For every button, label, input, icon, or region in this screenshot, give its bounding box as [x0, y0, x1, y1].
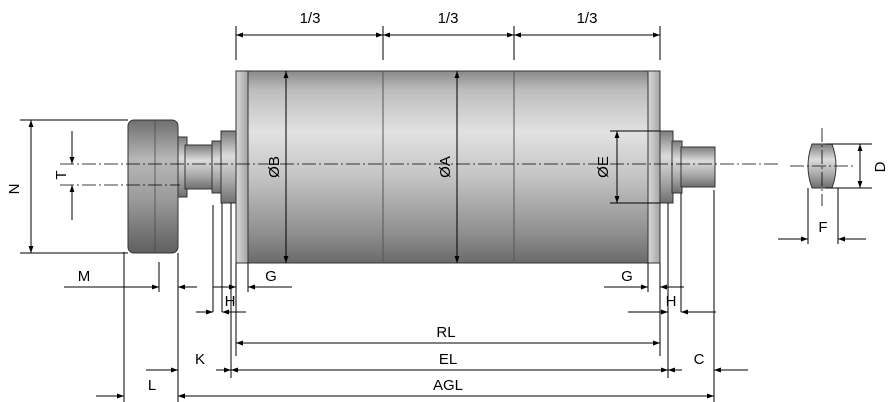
- right-end-cap: [647, 70, 661, 264]
- dim-h-right-label: H: [666, 293, 677, 310]
- dim-n: [20, 119, 128, 254]
- third-label-1: 1/3: [300, 10, 321, 27]
- right-shaft: [680, 146, 716, 188]
- dim-l-label: L: [148, 377, 156, 394]
- dim-m-label: M: [78, 268, 91, 285]
- left-end-cap: [235, 70, 249, 264]
- left-bearing-housing: [220, 130, 237, 204]
- third-label-3: 1/3: [577, 10, 598, 27]
- dim-f: [778, 188, 866, 244]
- dim-c-label: C: [694, 351, 705, 368]
- dim-d: [826, 143, 872, 189]
- dim-rl-label: RL: [436, 324, 455, 341]
- dim-g-left-label: G: [265, 268, 277, 285]
- left-shaft: [184, 144, 214, 190]
- dim-b-label: ØB: [266, 156, 283, 178]
- dim-k-label: K: [195, 351, 205, 368]
- dim-t-label: T: [53, 170, 70, 179]
- left-drive-assembly: [127, 119, 237, 254]
- dim-a-label: ØA: [437, 156, 454, 178]
- dim-n-label: N: [6, 184, 23, 195]
- third-label-2: 1/3: [438, 10, 459, 27]
- dim-agl-label: AGL: [433, 377, 463, 394]
- dim-e-label: ØE: [595, 156, 612, 178]
- right-shaft-assembly: [659, 130, 716, 204]
- right-bearing-housing: [659, 130, 674, 204]
- dim-e: [610, 130, 660, 204]
- drive-disc: [127, 119, 179, 254]
- dim-h-left-label: H: [225, 293, 236, 310]
- dim-el-label: EL: [439, 351, 457, 368]
- dim-d-label: D: [872, 161, 889, 172]
- dim-g-right-label: G: [621, 268, 633, 285]
- dimension-thirds: [235, 26, 661, 60]
- dim-f-label: F: [818, 219, 827, 236]
- roller-tube: [235, 70, 661, 264]
- extension-lines: [123, 190, 715, 402]
